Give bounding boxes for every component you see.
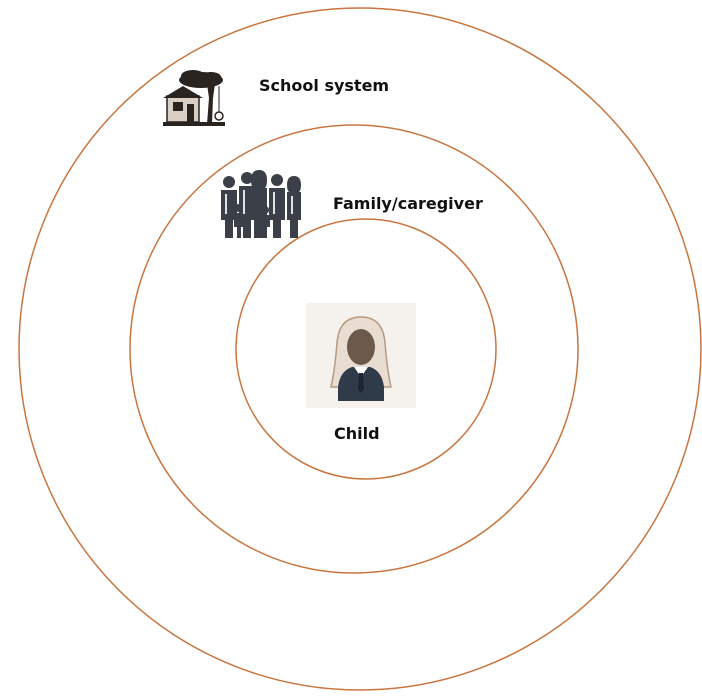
- school-tree-icon: [163, 68, 227, 130]
- family-caregiver-label: Family/caregiver: [333, 194, 483, 213]
- middle-ring-family: [129, 124, 579, 574]
- outer-ring-school: [18, 7, 702, 691]
- child-icon: [306, 303, 416, 408]
- family-icon: [219, 168, 303, 240]
- inner-ring-child: [235, 218, 497, 480]
- school-system-label: School system: [259, 76, 390, 95]
- child-label: Child: [334, 424, 380, 443]
